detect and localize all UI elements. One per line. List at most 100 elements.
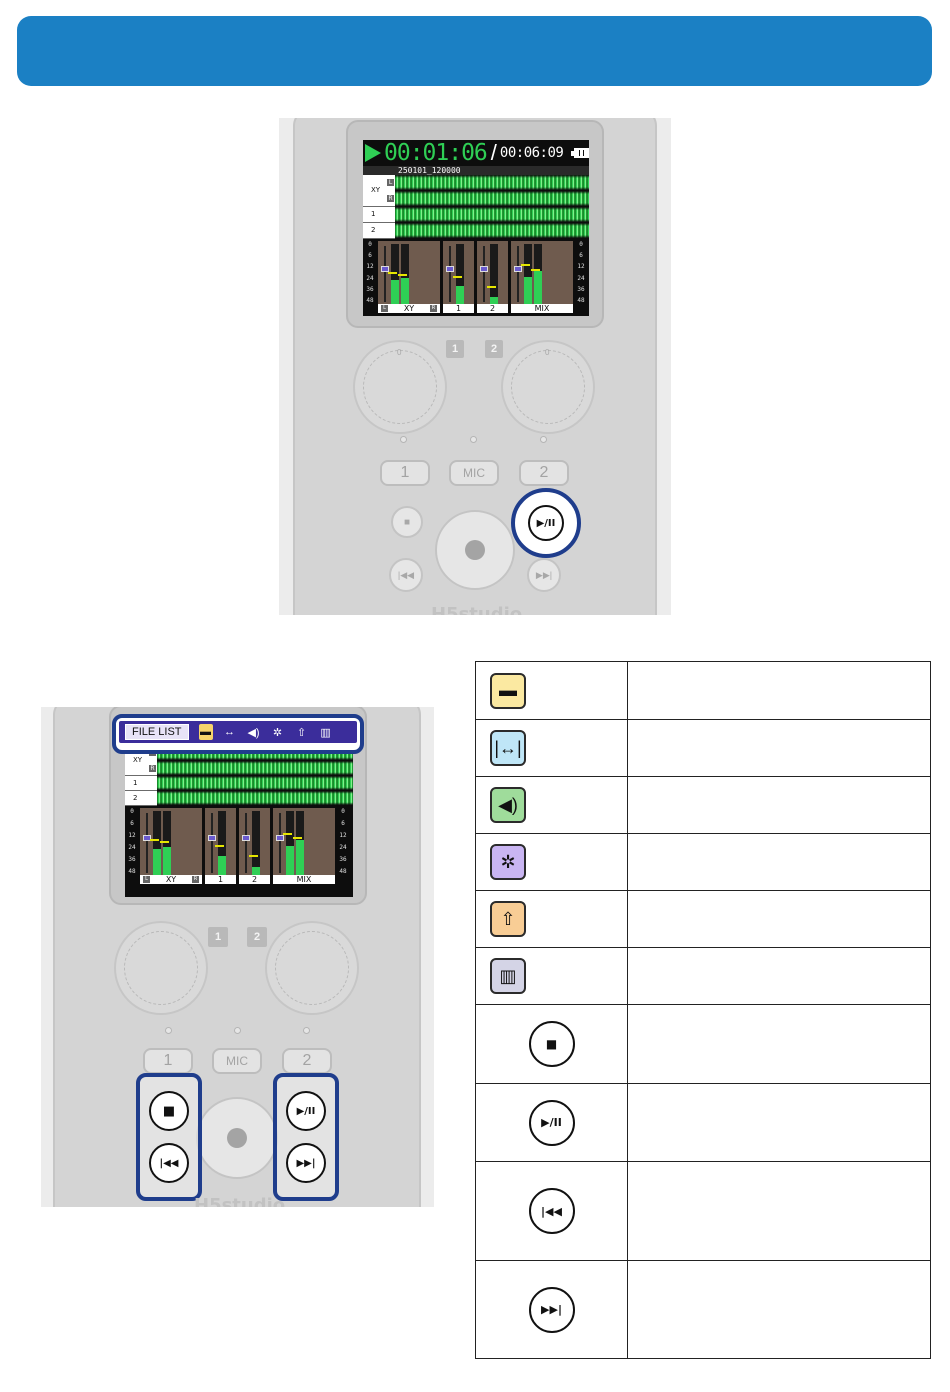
input-button-1[interactable]: 1 [143, 1048, 193, 1074]
row-description [627, 1260, 931, 1359]
stop-button[interactable]: ■ [391, 506, 423, 538]
rewind-button[interactable]: |◀◀ [389, 558, 423, 592]
play-pause-icon: ▶/II [528, 1099, 575, 1146]
row-description [627, 719, 931, 777]
play-pause-highlight: ▶/II [511, 488, 581, 558]
input-button-1[interactable]: 1 [380, 460, 430, 486]
table-row: ⇧ [475, 890, 931, 948]
volume-icon[interactable]: ◀) [247, 726, 260, 739]
folder-icon[interactable]: ▬ [198, 724, 213, 740]
total-time: 00:06:09 [499, 145, 564, 161]
waveform-xy-r [395, 191, 589, 207]
rewind-button[interactable]: |◀◀ [149, 1143, 189, 1183]
battery-icon [571, 148, 589, 158]
table-row: |◀◀ [475, 1161, 931, 1261]
track-label-xy: XY L R [363, 175, 395, 207]
channel-1: 1 [205, 808, 236, 884]
track-button-1[interactable]: 1 [208, 927, 228, 947]
row-description [627, 661, 931, 720]
table-row: ▶/II [475, 1083, 931, 1162]
time-separator: / [490, 140, 497, 165]
row-description [627, 833, 931, 891]
input-dial-1[interactable] [353, 340, 447, 434]
indicator-led [470, 436, 477, 443]
indicator-led [400, 436, 407, 443]
input-dial-1[interactable] [114, 921, 208, 1015]
reference-table: ▬ |↔| ◀) ✲ ⇧ ▥ ■ ▶/II |◀◀ ▶▶| [475, 661, 931, 1359]
channel-mix: MIX [273, 808, 335, 884]
track-button-1[interactable]: 1 [446, 340, 464, 358]
screen-frame: 00:01:06 / 00:06:09 250101_120000 XY L R… [346, 120, 604, 328]
fader-knob [381, 266, 389, 272]
rewind-icon: |◀◀ [528, 1188, 575, 1234]
track-button-2[interactable]: 2 [247, 927, 267, 947]
channel-2: 2 [477, 241, 508, 313]
table-row: ▶▶| [475, 1260, 931, 1359]
stop-button[interactable]: ■ [149, 1091, 189, 1131]
settings-icon: ✲ [490, 844, 526, 880]
brand-logo: H5studio [194, 1195, 286, 1207]
table-row: ▥ [475, 947, 931, 1005]
trash-icon[interactable]: ▥ [320, 726, 331, 739]
input-dial-2[interactable] [265, 921, 359, 1015]
toolbar-highlight: FILE LIST ▬ ↔ ◀) ✲ ⇧ ▥ [112, 714, 364, 754]
track-label-1: 1 [363, 207, 395, 223]
dial-number: 0 [397, 348, 402, 357]
export-icon[interactable]: ⇧ [296, 726, 307, 739]
time-row: 00:01:06 / 00:06:09 [363, 140, 589, 166]
mic-button[interactable]: MIC [212, 1048, 262, 1074]
channel-1: 1 [443, 241, 474, 313]
export-icon: ⇧ [490, 901, 526, 937]
file-name: 250101_120000 [363, 166, 589, 175]
ab-repeat-icon: |↔| [490, 730, 526, 766]
settings-icon[interactable]: ✲ [272, 726, 283, 739]
track-label-2: 2 [125, 791, 157, 806]
table-row: ◀) [475, 776, 931, 834]
ab-repeat-icon[interactable]: ↔ [224, 726, 236, 738]
header-bar [17, 16, 932, 86]
file-list-button[interactable]: FILE LIST [125, 724, 189, 740]
fast-forward-button[interactable]: ▶▶| [286, 1143, 326, 1183]
input-dial-2[interactable] [501, 340, 595, 434]
row-description [627, 1004, 931, 1084]
stop-icon: ■ [528, 1021, 575, 1067]
input-button-2[interactable]: 2 [519, 460, 569, 486]
play-pause-button[interactable]: ▶/II [286, 1091, 326, 1131]
fast-forward-button[interactable]: ▶▶| [527, 558, 561, 592]
row-description [627, 1083, 931, 1162]
row-description [627, 1161, 931, 1261]
record-dot-icon [227, 1128, 247, 1148]
volume-icon: ◀) [490, 787, 526, 823]
play-pause-button[interactable]: ▶/II [528, 505, 564, 541]
record-dot-icon [465, 540, 485, 560]
waveform-area: XY L R 1 2 [363, 175, 589, 239]
waveform-2 [395, 223, 589, 239]
row-description [627, 776, 931, 834]
mic-button[interactable]: MIC [449, 460, 499, 486]
record-button[interactable] [196, 1097, 278, 1179]
table-row: |↔| [475, 719, 931, 777]
track-button-2[interactable]: 2 [485, 340, 503, 358]
file-toolbar: FILE LIST ▬ ↔ ◀) ✲ ⇧ ▥ [119, 721, 357, 743]
input-button-2[interactable]: 2 [282, 1048, 332, 1074]
channel-xy: L XY R [378, 241, 440, 313]
record-button[interactable] [435, 510, 515, 590]
display-screen: 00:01:06 / 00:06:09 250101_120000 XY L R… [363, 140, 589, 316]
recorder-illustration-top: 00:01:06 / 00:06:09 250101_120000 XY L R… [279, 118, 671, 615]
elapsed-time: 00:01:06 [384, 140, 488, 166]
track-label-2: 2 [363, 223, 395, 239]
row-description [627, 947, 931, 1005]
brand-logo: H5studio [431, 604, 523, 615]
waveform-1 [395, 207, 589, 223]
trash-icon: ▥ [490, 958, 526, 994]
table-row: ✲ [475, 833, 931, 891]
table-row: ■ [475, 1004, 931, 1084]
channel-mix: MIX [511, 241, 573, 313]
channel-2: 2 [239, 808, 270, 884]
play-status-icon [365, 144, 381, 162]
